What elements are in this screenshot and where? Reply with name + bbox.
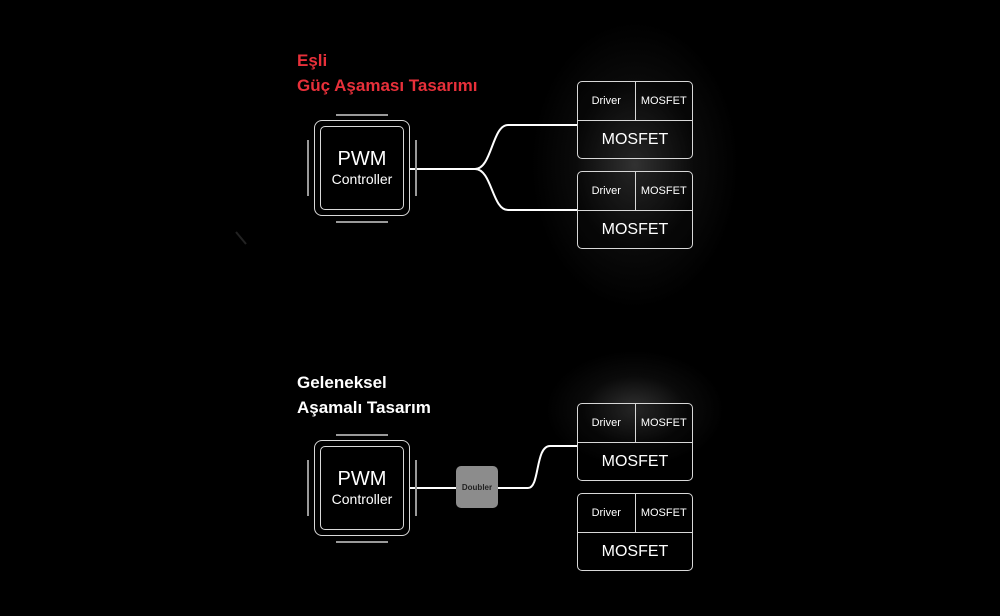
mosfet-big-label: MOSFET [601, 542, 669, 560]
chip-pin [336, 221, 388, 223]
driver-label: Driver [578, 82, 636, 120]
connector-top-upper [410, 124, 577, 170]
bottom-title: Geleneksel Aşamalı Tasarım [297, 370, 431, 420]
driver-label: Driver [578, 494, 636, 532]
driver-label: Driver [578, 172, 636, 210]
chip-pin [336, 114, 388, 116]
pwm-controller-chip-bottom: PWM Controller [314, 440, 410, 536]
connector-bottom-doubler-stage [498, 445, 577, 489]
mosfet-small-label: MOSFET [640, 417, 687, 429]
power-stage-top-2: Driver MOSFET MOSFET [577, 171, 693, 249]
power-stage-bottom-1: Driver MOSFET MOSFET [577, 403, 693, 481]
chip-label-controller: Controller [331, 171, 393, 187]
driver-label: Driver [578, 404, 636, 442]
glow-top [530, 20, 740, 310]
chip-inner: PWM Controller [320, 446, 404, 530]
mosfet-small-label: MOSFET [640, 95, 687, 107]
bottom-title-line1: Geleneksel [297, 373, 387, 392]
top-title: Eşli Güç Aşaması Tasarımı [297, 48, 477, 98]
chip-label-controller: Controller [331, 491, 393, 507]
top-title-line1: Eşli [297, 51, 328, 70]
top-title-line2: Güç Aşaması Tasarımı [297, 76, 478, 95]
chip-pin [415, 140, 417, 196]
chip-pin [307, 140, 309, 196]
doubler-chip: Doubler [456, 466, 498, 508]
chip-label-pwm: PWM [337, 468, 387, 490]
mosfet-small-label: MOSFET [640, 185, 687, 197]
chip-pin [336, 434, 388, 436]
chip-pin [307, 460, 309, 516]
mosfet-big-label: MOSFET [601, 220, 669, 238]
chip-pin [336, 541, 388, 543]
chip-inner: PWM Controller [320, 126, 404, 210]
mosfet-big-label: MOSFET [601, 452, 669, 470]
chip-pin [415, 460, 417, 516]
bottom-title-line2: Aşamalı Tasarım [297, 398, 431, 417]
pwm-controller-chip-top: PWM Controller [314, 120, 410, 216]
power-stage-bottom-2: Driver MOSFET MOSFET [577, 493, 693, 571]
chip-label-pwm: PWM [337, 148, 387, 170]
stray-mark [235, 231, 247, 245]
connector-top-lower [410, 168, 577, 211]
mosfet-small-label: MOSFET [640, 507, 687, 519]
mosfet-big-label: MOSFET [601, 130, 669, 148]
power-stage-top-1: Driver MOSFET MOSFET [577, 81, 693, 159]
